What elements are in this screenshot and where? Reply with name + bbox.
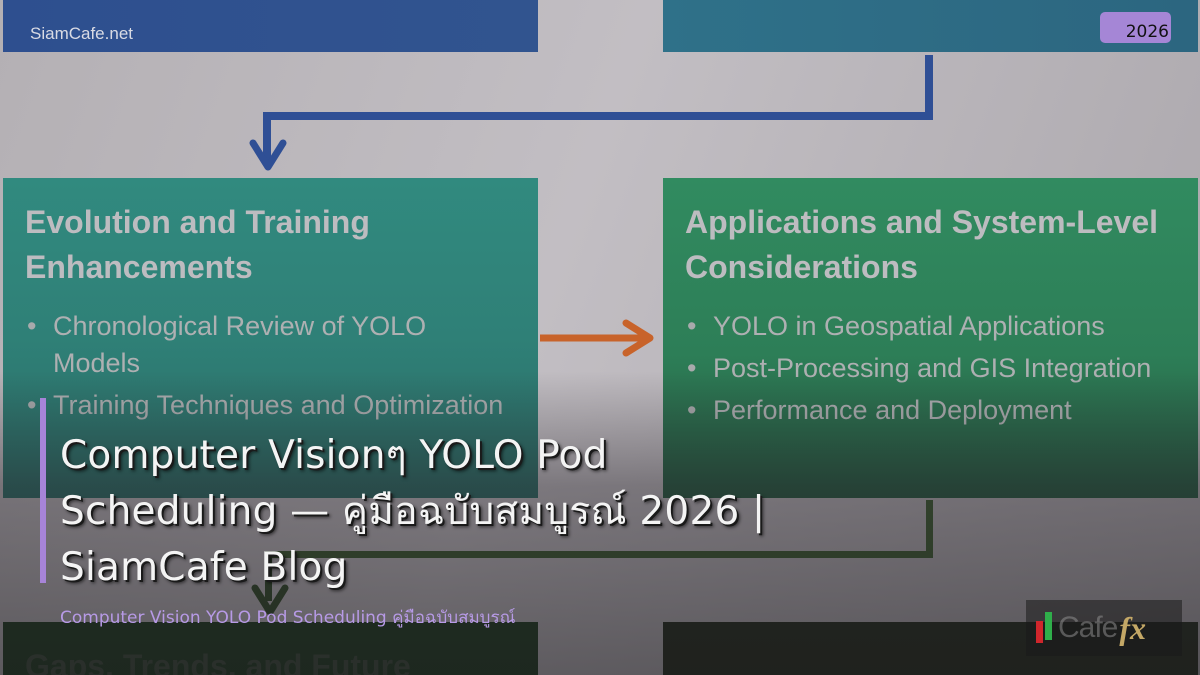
page-subtitle: Computer Vision YOLO Pod Scheduling คู่ม… <box>60 608 516 628</box>
accent-bar <box>40 398 46 583</box>
list-item: •Performance and Deployment <box>685 392 1176 429</box>
bullet-icon: • <box>687 311 697 341</box>
logo-text: Cafe <box>1058 611 1118 644</box>
candlestick-red-icon <box>1036 621 1043 643</box>
bullet-icon: • <box>687 353 697 383</box>
year-badge: 2026 <box>1100 12 1171 43</box>
list-item: •Training Techniques and Optimization <box>25 387 516 424</box>
list-item: •YOLO in Geospatial Applications <box>685 308 1176 345</box>
list-item: •Chronological Review of YOLO Models <box>25 308 516 382</box>
candlestick-green-icon <box>1045 612 1052 640</box>
cafefx-logo: Cafe fx <box>1026 600 1182 656</box>
arrow-right-icon <box>540 319 654 357</box>
connector-line <box>926 500 933 558</box>
page-title: Computer Visionๆ YOLO Pod Scheduling — ค… <box>60 433 766 590</box>
box-title: Evolution and Training Enhancements <box>25 204 370 285</box>
box-title: Applications and System-Level Considerat… <box>685 204 1159 285</box>
box-list: •YOLO in Geospatial Applications •Post-P… <box>685 308 1176 429</box>
arrow-down-icon <box>249 139 287 171</box>
bullet-icon: • <box>687 395 697 425</box>
box-list: •Chronological Review of YOLO Models •Tr… <box>25 308 516 424</box>
connector-line <box>925 55 933 120</box>
bullet-icon: • <box>27 311 37 341</box>
site-watermark: SiamCafe.net <box>30 24 133 43</box>
box-title: Gaps, Trends, and Future <box>25 648 411 675</box>
list-item: •Post-Processing and GIS Integration <box>685 350 1176 387</box>
logo-accent-text: fx <box>1119 609 1147 646</box>
bullet-icon: • <box>27 390 37 420</box>
connector-line <box>263 112 933 120</box>
